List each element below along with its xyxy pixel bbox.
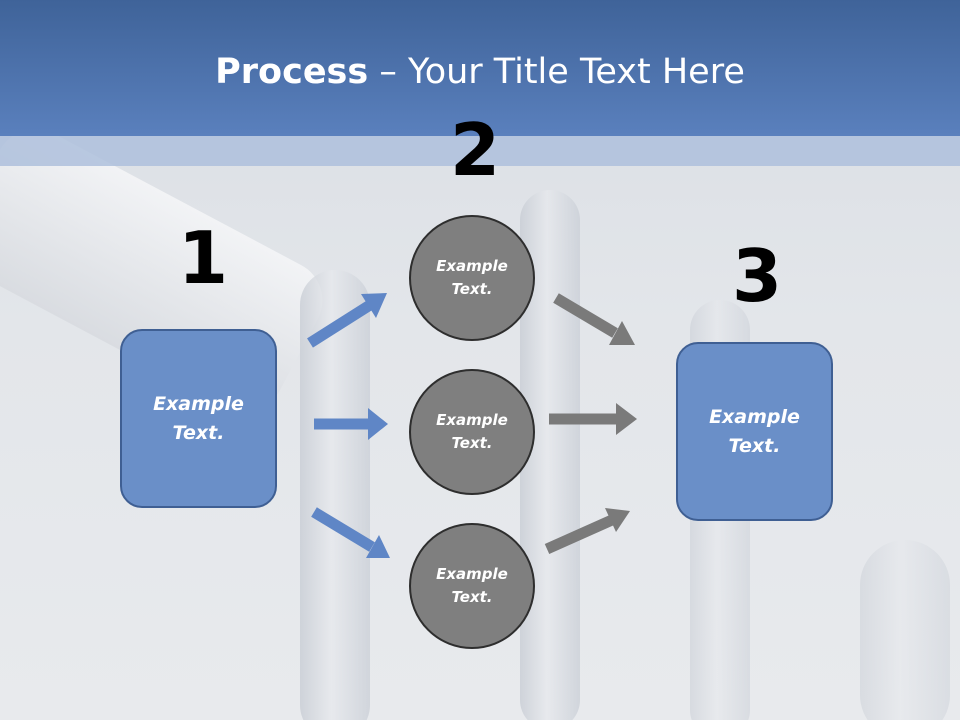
title-bold: Process: [215, 52, 369, 92]
blue-arrow-up: [307, 293, 387, 348]
step3-text: Example Text.: [709, 406, 800, 457]
step2-circle-middle: Example Text.: [409, 369, 535, 495]
gray-arrow-down: [553, 293, 635, 345]
gray-arrow-right: [549, 403, 637, 435]
step2-circle-text: Example Text.: [436, 564, 508, 606]
step-number-1: 1: [178, 216, 229, 300]
step-number-2: 2: [450, 108, 501, 192]
title-band: [0, 136, 960, 166]
blue-arrow-right: [314, 408, 388, 440]
step1-box: Example Text.: [120, 329, 277, 508]
step3-box: Example Text.: [676, 342, 833, 521]
step2-circle-bottom: Example Text.: [409, 523, 535, 649]
background-shape: [860, 540, 950, 720]
step2-circle-top: Example Text.: [409, 215, 535, 341]
step-number-3: 3: [732, 234, 783, 318]
gray-arrow-up: [544, 508, 630, 555]
step2-circle-text: Example Text.: [436, 410, 508, 452]
step1-text: Example Text.: [153, 393, 244, 444]
title-rest: – Your Title Text Here: [368, 52, 745, 92]
blue-arrow-down: [311, 507, 390, 558]
title-bar: [0, 0, 960, 136]
step2-circle-text: Example Text.: [436, 256, 508, 298]
slide-title: Process – Your Title Text Here: [0, 52, 960, 92]
